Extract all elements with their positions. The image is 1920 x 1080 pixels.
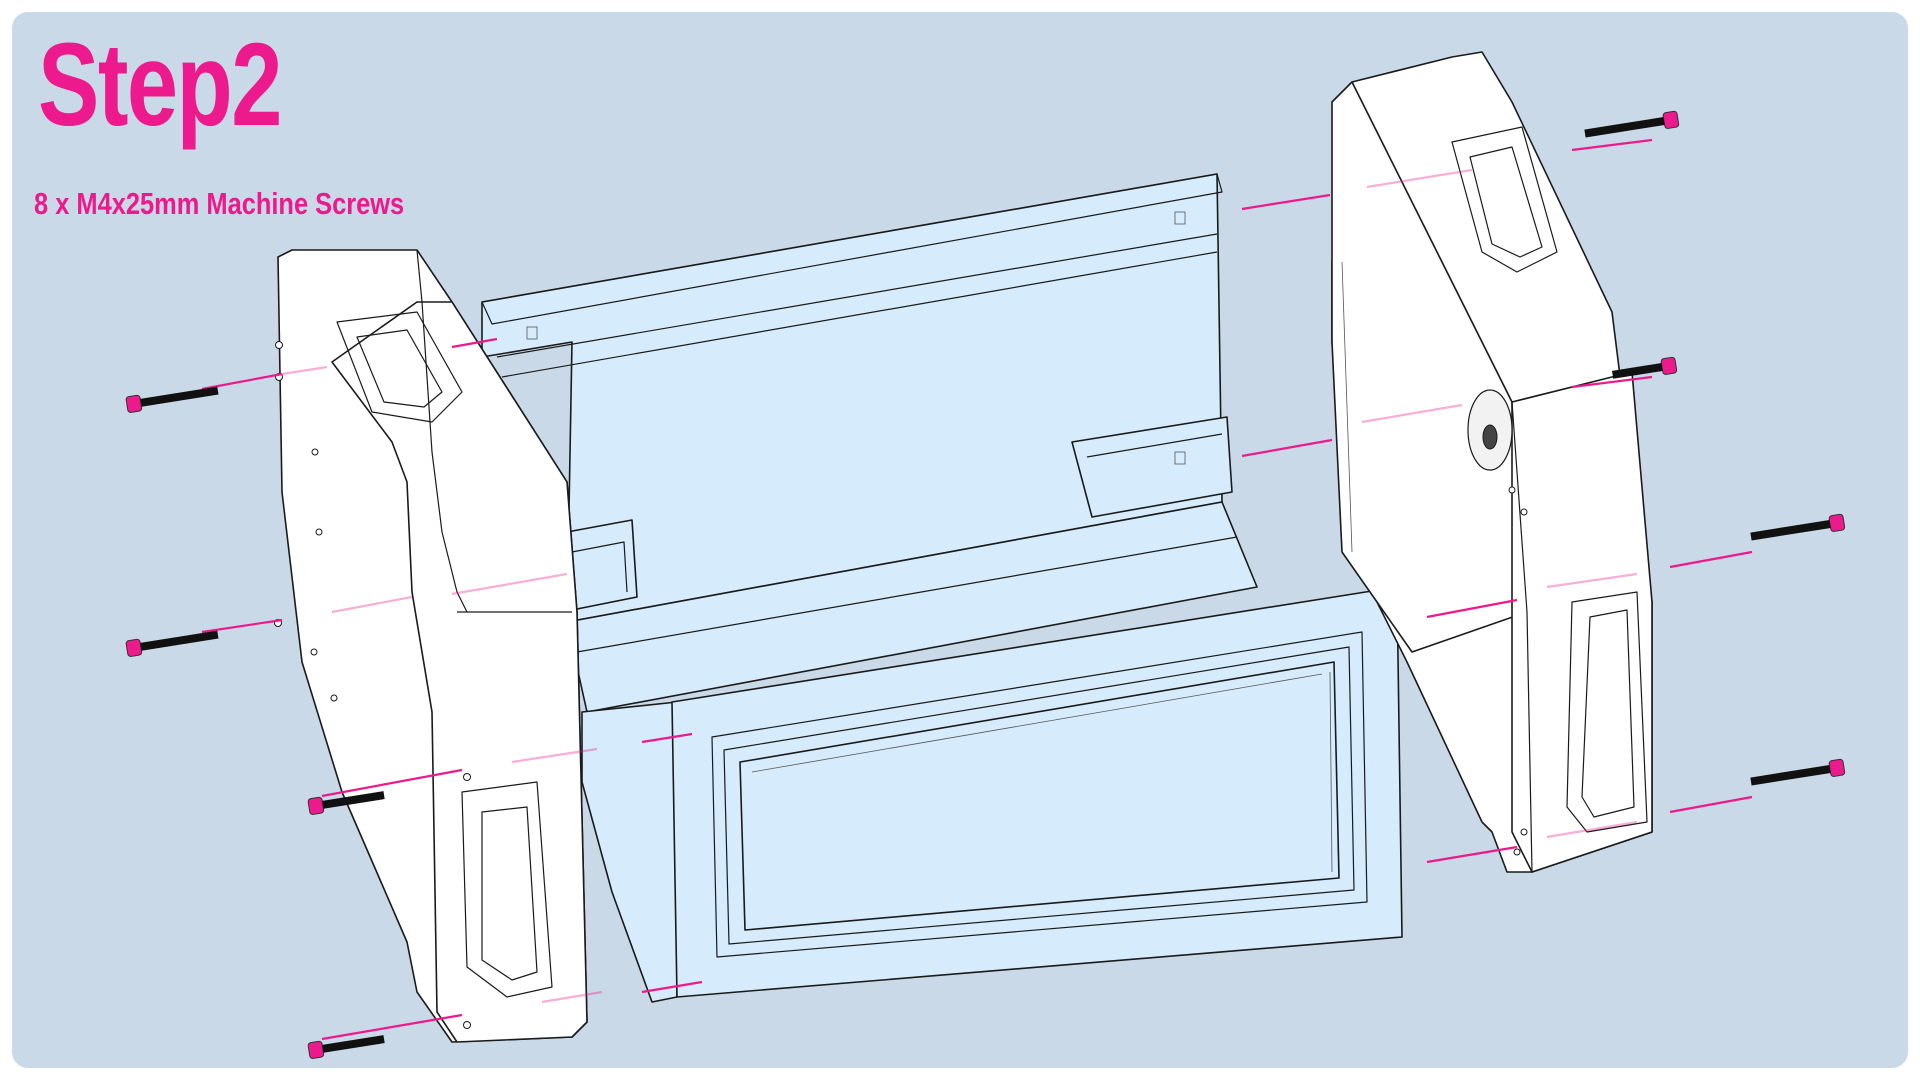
diagram-frame: Step2 8 x M4x25mm Machine Screws xyxy=(12,12,1908,1068)
alignment-line-left-3 xyxy=(321,768,463,798)
alignment-line-left-1-hidden xyxy=(281,365,328,376)
alignment-line-right-3-hidden xyxy=(1546,572,1638,589)
alignment-line-left-2-hidden xyxy=(331,595,413,614)
m4x25-screw-icon xyxy=(125,630,219,657)
screws xyxy=(125,110,1846,1059)
alignment-line-left-2 xyxy=(201,618,283,634)
alignment-line-left-3-hidden xyxy=(511,747,598,764)
alignment-line-left-2-tray xyxy=(451,572,568,596)
alignment-line-right-3-tray xyxy=(1426,598,1518,619)
alignment-line-left-4 xyxy=(321,1013,463,1041)
alignment-line-right-4-hidden xyxy=(1546,820,1638,839)
m4x25-screw-icon xyxy=(125,386,219,413)
alignment-line-left-1 xyxy=(201,372,283,391)
alignment-line-right-2 xyxy=(1571,375,1653,389)
alignment-line-right-1 xyxy=(1571,138,1653,152)
alignment-line-left-1-tray xyxy=(451,337,498,349)
alignment-line-right-1-hidden xyxy=(1366,168,1473,189)
alignment-line-right-4 xyxy=(1669,795,1753,814)
screw-spec-label: 8 x M4x25mm Machine Screws xyxy=(34,186,405,221)
center-tray xyxy=(481,173,1403,1003)
alignment-line-right-2-hidden xyxy=(1361,403,1463,424)
m4x25-screw-icon xyxy=(1584,110,1680,138)
alignment-line-right-2-tray xyxy=(1241,438,1333,458)
m4x25-screw-icon xyxy=(307,791,385,815)
m4x25-screw-icon xyxy=(1750,513,1846,541)
alignment-line-right-4-tray xyxy=(1426,845,1518,864)
alignment-line-left-4-tray xyxy=(641,980,703,994)
m4x25-screw-icon xyxy=(307,1035,385,1059)
alignment-line-left-3-tray xyxy=(641,732,693,744)
step-title: Step2 xyxy=(38,19,282,151)
right-side-bracket xyxy=(1331,51,1653,873)
alignment-line-right-1-tray xyxy=(1241,193,1331,211)
alignment-lines xyxy=(201,138,1753,1041)
m4x25-screw-icon xyxy=(1750,758,1846,786)
alignment-line-left-4-hidden xyxy=(541,990,603,1004)
m4x25-screw-icon xyxy=(1611,356,1678,379)
exploded-assembly-diagram xyxy=(125,51,1846,1059)
alignment-line-right-3 xyxy=(1669,550,1753,569)
left-side-bracket xyxy=(274,249,588,1043)
